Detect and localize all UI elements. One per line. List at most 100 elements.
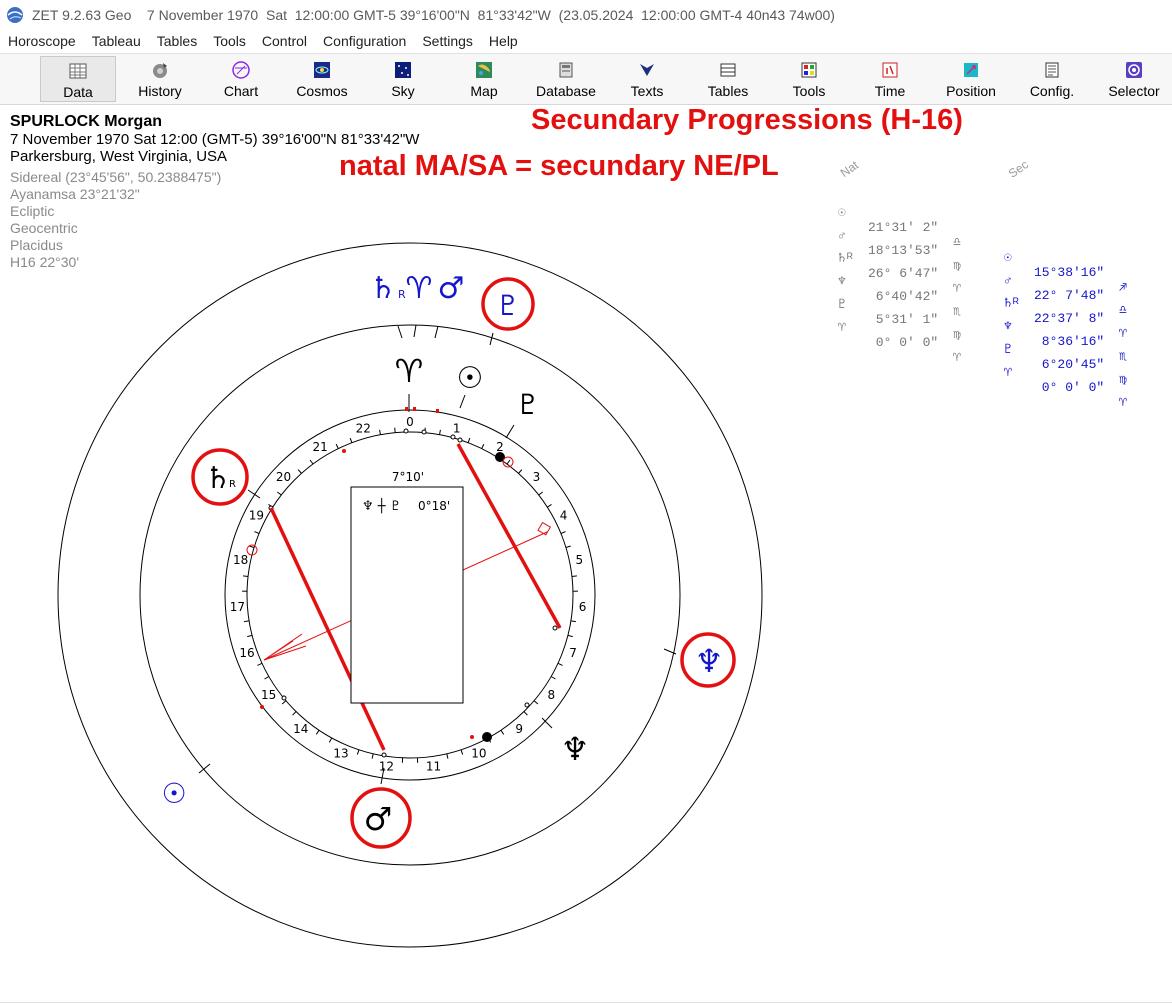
pointer-arrow-head-icon [263, 633, 307, 661]
toolbar-database-button[interactable]: Database [528, 56, 604, 102]
natal-saturn-sign-icon: ♈ [953, 281, 961, 296]
toolbar-position-button[interactable]: Position [933, 56, 1009, 102]
sec-neptune-sign-icon: ♏ [1119, 349, 1127, 364]
texts-icon [640, 64, 654, 76]
dial-minor-tick [533, 700, 539, 705]
menu-tables[interactable]: Tables [156, 33, 198, 49]
toolbar-texts-label: Texts [630, 83, 664, 99]
selector-icon [1126, 62, 1142, 78]
toolbar-chart-label: Chart [223, 83, 259, 99]
natal-neptune-value: 6°40'42" [868, 289, 939, 304]
cosmos-icon [314, 62, 330, 78]
status-divider [0, 1002, 1172, 1003]
dial-minor-tick [446, 753, 449, 759]
sec-sun-glyph: ☉ [161, 777, 186, 810]
menu-help[interactable]: Help [488, 33, 518, 49]
toolbar-sky-label: Sky [391, 83, 415, 99]
natal-sun-sign-icon: ♎ [953, 235, 961, 250]
dial-number: 13 [333, 747, 348, 761]
dial-minor-tick [570, 620, 576, 623]
natal-sun-glyph: ☉ [457, 361, 484, 396]
sec-pluto-glyph: ♇ [495, 289, 520, 322]
secondary-point-markers [198, 324, 677, 774]
highlight-circle-mars [350, 787, 412, 849]
menu-configuration[interactable]: Configuration [323, 33, 407, 49]
toolbar-tables-label: Tables [707, 83, 749, 99]
natal-column-header: Nat [837, 157, 862, 181]
database-icon [559, 62, 573, 78]
menu-control[interactable]: Control [261, 33, 308, 49]
dial-minor-tick [506, 459, 511, 465]
dial-number: 2 [496, 440, 504, 454]
toolbar-cosmos-button[interactable]: Cosmos [284, 56, 360, 102]
toolbar-chart-button[interactable]: Chart [203, 56, 279, 102]
dial-minor-tick [371, 753, 374, 759]
natal-neptune-sign-icon: ♏ [953, 304, 961, 319]
natal-aries-icon: ♈ [838, 320, 846, 335]
toolbar-selector-button[interactable]: Selector [1096, 56, 1172, 102]
natal-saturn-icon: ♄ᴿ [838, 251, 854, 266]
toolbar-map-label: Map [470, 83, 498, 99]
toolbar-history-label: History [138, 83, 182, 99]
menu-tools[interactable]: Tools [213, 33, 246, 49]
dial-minor-tick [297, 469, 302, 474]
sec-sun-icon: ☉ [1004, 250, 1012, 265]
dial-number: 7 [569, 646, 577, 660]
dial-minor-tick [244, 620, 250, 623]
positions-row-neptune: ♆ 6°40'42" ♏ ♆ 8°36'16" ♏ [836, 259, 1166, 364]
natal-mars-icon: ♂ [838, 228, 846, 243]
dial-minor-tick [538, 491, 544, 496]
toolbar-data-button[interactable]: Data [40, 56, 116, 102]
menu-settings[interactable]: Settings [422, 33, 473, 49]
positions-row-pluto: ♇ 5°31' 1" ♍ ♇ 6°20'45" ♍ [836, 282, 1166, 387]
map-icon [476, 62, 492, 78]
natal-sun-value: 21°31' 2" [868, 220, 939, 235]
toolbar-position-label: Position [946, 83, 996, 99]
birth-date-line: 7 November 1970 Sat 12:00 (GMT-5) 39°16'… [10, 131, 420, 148]
toolbar-selector-label: Selector [1108, 83, 1160, 99]
saturn-left-glyph: ♄ [205, 461, 232, 496]
setting-house-system: Placidus [10, 237, 63, 253]
toolbar-texts-button[interactable]: Texts [609, 56, 685, 102]
natal-sun-icon: ☉ [838, 205, 846, 220]
dial-minor-tick [264, 676, 270, 680]
toolbar-map-button[interactable]: Map [446, 56, 522, 102]
positions-row-mars: ♂ 18°13'53" ♍ ♂ 22° 7'48" ♎ [836, 213, 1166, 318]
dial-number: 5 [576, 553, 584, 567]
position-icon [964, 63, 978, 77]
toolbar-tools-button[interactable]: Tools [771, 56, 847, 102]
dial-minor-tick [518, 469, 523, 474]
natal-saturn-value: 26° 6'47" [868, 266, 939, 281]
toolbar-time-button[interactable]: Time [852, 56, 928, 102]
menu-horoscope[interactable]: Horoscope [8, 33, 76, 49]
menu-tableau[interactable]: Tableau [91, 33, 141, 49]
toolbar-config-button[interactable]: Config. [1014, 56, 1090, 102]
toolbar-tables-button[interactable]: Tables [690, 56, 766, 102]
tables-icon [720, 63, 736, 77]
dial-minor-tick [356, 749, 360, 755]
toolbar-history-button[interactable]: History [122, 56, 198, 102]
natal-aries-glyph: ♈ [395, 352, 424, 390]
dial-minor-tick [481, 443, 485, 449]
dial-minor-tick [379, 429, 381, 435]
time-icon [882, 62, 898, 78]
toolbar: Data History Chart Cosmos Sky Map Databa… [0, 53, 1172, 105]
menu-bar: Horoscope Tableau Tables Tools Control C… [0, 30, 1172, 52]
ayanamsa-marker-icon [246, 544, 258, 556]
center-value: 0°18' [418, 499, 450, 513]
dial-minor-tick [560, 531, 566, 534]
dial-minor-tick [309, 459, 314, 465]
natal-pluto-value: 5°31' 1" [868, 312, 939, 327]
toolbar-sky-button[interactable]: Sky [365, 56, 441, 102]
sec-saturn-sign-icon: ♈ [1119, 326, 1127, 341]
dial-number: 11 [426, 759, 441, 773]
tools-icon [801, 62, 817, 78]
natal-aries-sign-icon: ♈ [953, 350, 961, 365]
title-bar: ZET 9.2.63 Geo 7 November 1970 Sat 12:00… [0, 0, 1172, 30]
dial-minor-tick [292, 711, 297, 716]
natal-neptune-icon: ♆ [838, 274, 846, 289]
dial-minor-tick [281, 700, 287, 705]
history-icon [153, 63, 167, 78]
toolbar-tools-label: Tools [792, 83, 826, 99]
